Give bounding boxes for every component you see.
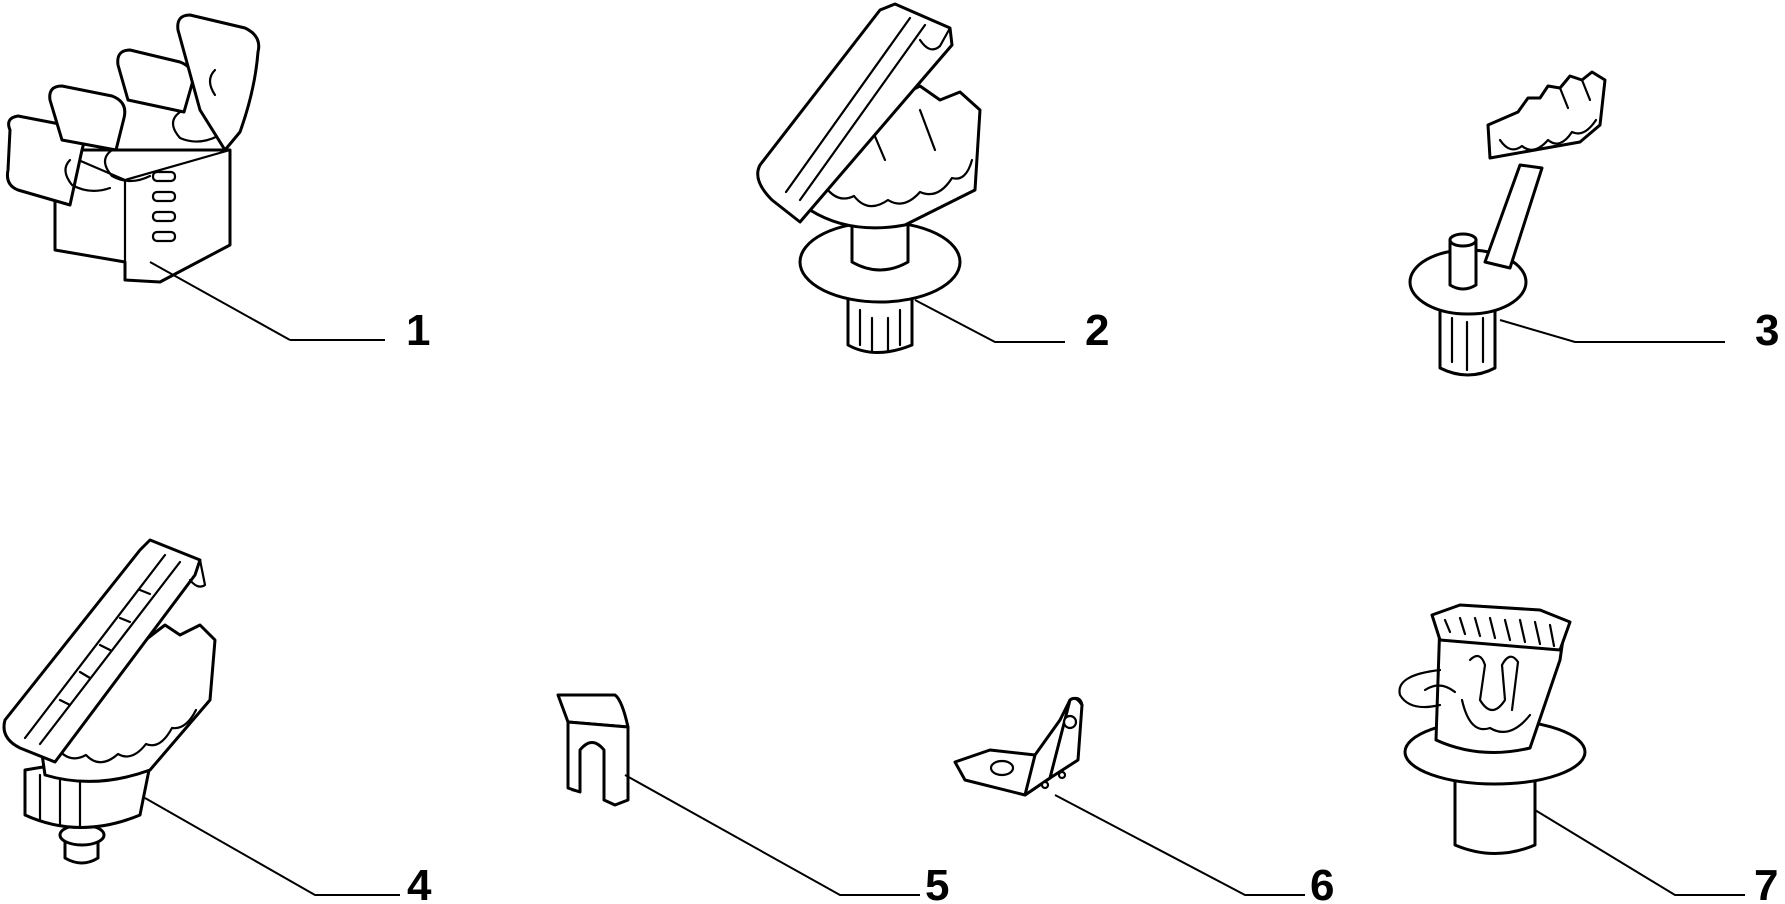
leader-line-4 bbox=[144, 797, 400, 896]
callout-2: 2 bbox=[1085, 306, 1109, 355]
leader-line-3 bbox=[1499, 319, 1725, 343]
leader-line-2 bbox=[914, 299, 1065, 343]
part-5-forked-plate-clip bbox=[556, 693, 630, 807]
part-1-double-pipe-clip bbox=[6, 13, 261, 284]
callout-5: 5 bbox=[925, 861, 949, 904]
part-4-hinged-comb-clip bbox=[2, 538, 217, 865]
part-7-spring-clip bbox=[1398, 603, 1587, 855]
part-6-angle-bracket bbox=[953, 696, 1084, 797]
leader-line-1 bbox=[149, 261, 291, 341]
callout-6: 6 bbox=[1310, 861, 1334, 904]
callout-3: 3 bbox=[1755, 306, 1779, 355]
part-3-angled-comb-clip bbox=[1408, 70, 1607, 377]
leader-line-5 bbox=[624, 774, 920, 896]
callout-7: 7 bbox=[1754, 861, 1778, 904]
leader-line-7 bbox=[1534, 809, 1745, 896]
part-2-hinged-clip bbox=[756, 2, 982, 354]
callout-1: 1 bbox=[406, 306, 430, 355]
callout-4: 4 bbox=[407, 861, 432, 904]
leader-line-6 bbox=[1054, 794, 1305, 896]
